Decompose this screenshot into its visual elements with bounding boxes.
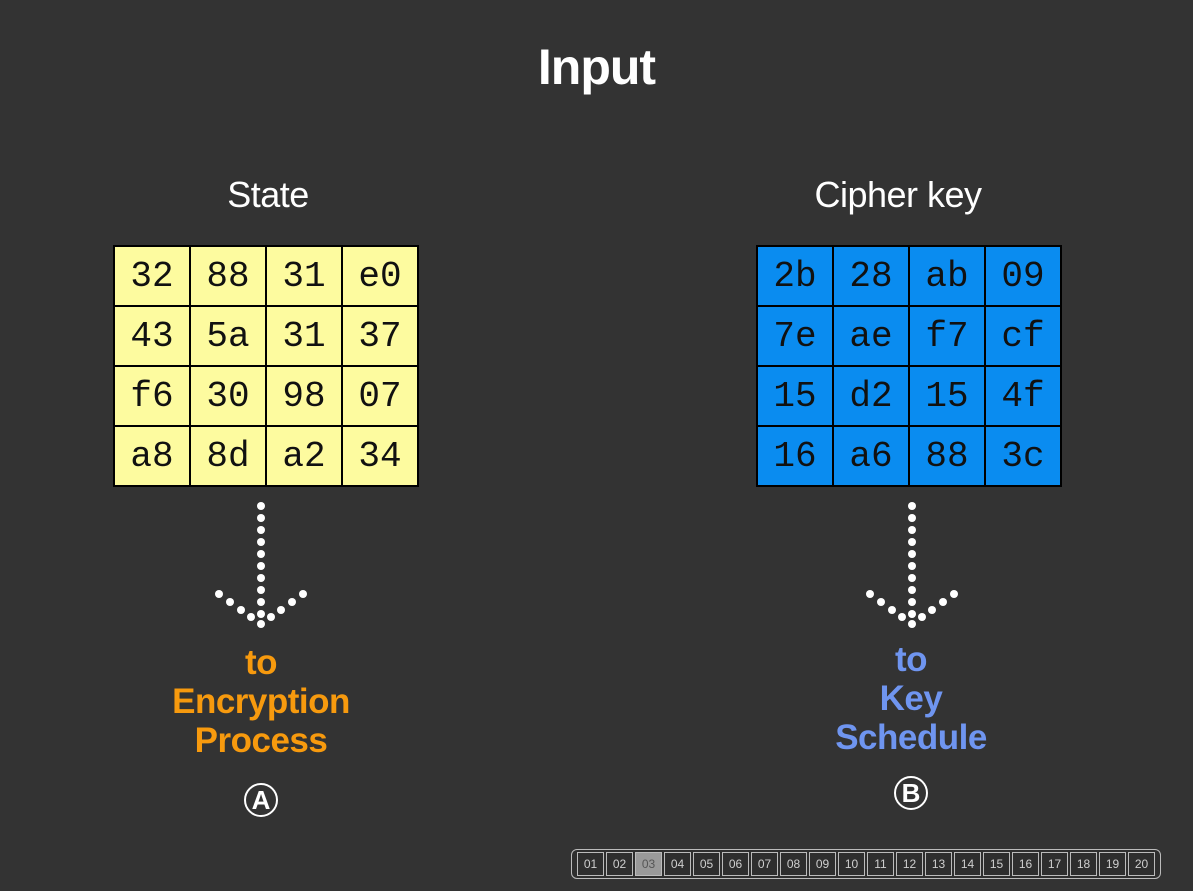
slide-page-03[interactable]: 03 bbox=[635, 852, 662, 876]
key-cell: 2b bbox=[757, 246, 833, 306]
state-cell: 07 bbox=[342, 366, 418, 426]
state-cell: 98 bbox=[266, 366, 342, 426]
state-cell: a8 bbox=[114, 426, 190, 486]
key-cell: cf bbox=[985, 306, 1061, 366]
key-cell: 4f bbox=[985, 366, 1061, 426]
slide-page-18[interactable]: 18 bbox=[1070, 852, 1097, 876]
slide-page-15[interactable]: 15 bbox=[983, 852, 1010, 876]
key-cell: f7 bbox=[909, 306, 985, 366]
key-dotted-arrow-icon bbox=[866, 502, 958, 628]
slide-page-04[interactable]: 04 bbox=[664, 852, 691, 876]
key-cell: 09 bbox=[985, 246, 1061, 306]
state-cell: 5a bbox=[190, 306, 266, 366]
slide-page-10[interactable]: 10 bbox=[838, 852, 865, 876]
slide-page-12[interactable]: 12 bbox=[896, 852, 923, 876]
slide-page-06[interactable]: 06 bbox=[722, 852, 749, 876]
slide-page-17[interactable]: 17 bbox=[1041, 852, 1068, 876]
key-cell: a6 bbox=[833, 426, 909, 486]
cipher-key-label: Cipher key bbox=[814, 174, 982, 215]
slide-page-16[interactable]: 16 bbox=[1012, 852, 1039, 876]
slide-page-05[interactable]: 05 bbox=[693, 852, 720, 876]
state-cell: 88 bbox=[190, 246, 266, 306]
key-cell: 15 bbox=[909, 366, 985, 426]
state-cell: 32 bbox=[114, 246, 190, 306]
state-cell: 31 bbox=[266, 306, 342, 366]
key-cell: 28 bbox=[833, 246, 909, 306]
state-cell: 31 bbox=[266, 246, 342, 306]
state-cell: a2 bbox=[266, 426, 342, 486]
key-schedule-label: to Key Schedule bbox=[835, 640, 987, 757]
slide-page-14[interactable]: 14 bbox=[954, 852, 981, 876]
slide-page-19[interactable]: 19 bbox=[1099, 852, 1126, 876]
page-title: Input bbox=[537, 39, 656, 95]
state-label: State bbox=[227, 174, 309, 215]
state-cell: 30 bbox=[190, 366, 266, 426]
slide-page-20[interactable]: 20 bbox=[1128, 852, 1155, 876]
key-cell: 15 bbox=[757, 366, 833, 426]
key-cell: ae bbox=[833, 306, 909, 366]
slide-page-11[interactable]: 11 bbox=[867, 852, 894, 876]
key-cell: 3c bbox=[985, 426, 1061, 486]
slide-page-09[interactable]: 09 bbox=[809, 852, 836, 876]
state-cell: 8d bbox=[190, 426, 266, 486]
state-cell: 43 bbox=[114, 306, 190, 366]
key-cell: d2 bbox=[833, 366, 909, 426]
slide-page-01[interactable]: 01 bbox=[577, 852, 604, 876]
key-cell: 16 bbox=[757, 426, 833, 486]
key-cell: 7e bbox=[757, 306, 833, 366]
state-dotted-arrow-icon bbox=[215, 502, 307, 628]
key-cell: ab bbox=[909, 246, 985, 306]
state-cell: 34 bbox=[342, 426, 418, 486]
encryption-process-label: to Encryption Process bbox=[172, 643, 350, 760]
state-cell: 37 bbox=[342, 306, 418, 366]
slide-page-02[interactable]: 02 bbox=[606, 852, 633, 876]
state-cell: f6 bbox=[114, 366, 190, 426]
state-cell: e0 bbox=[342, 246, 418, 306]
key-cell: 88 bbox=[909, 426, 985, 486]
slide-page-13[interactable]: 13 bbox=[925, 852, 952, 876]
badge-a-icon: A bbox=[244, 783, 278, 817]
slide-page-07[interactable]: 07 bbox=[751, 852, 778, 876]
badge-b-icon: B bbox=[894, 776, 928, 810]
slide-page-08[interactable]: 08 bbox=[780, 852, 807, 876]
